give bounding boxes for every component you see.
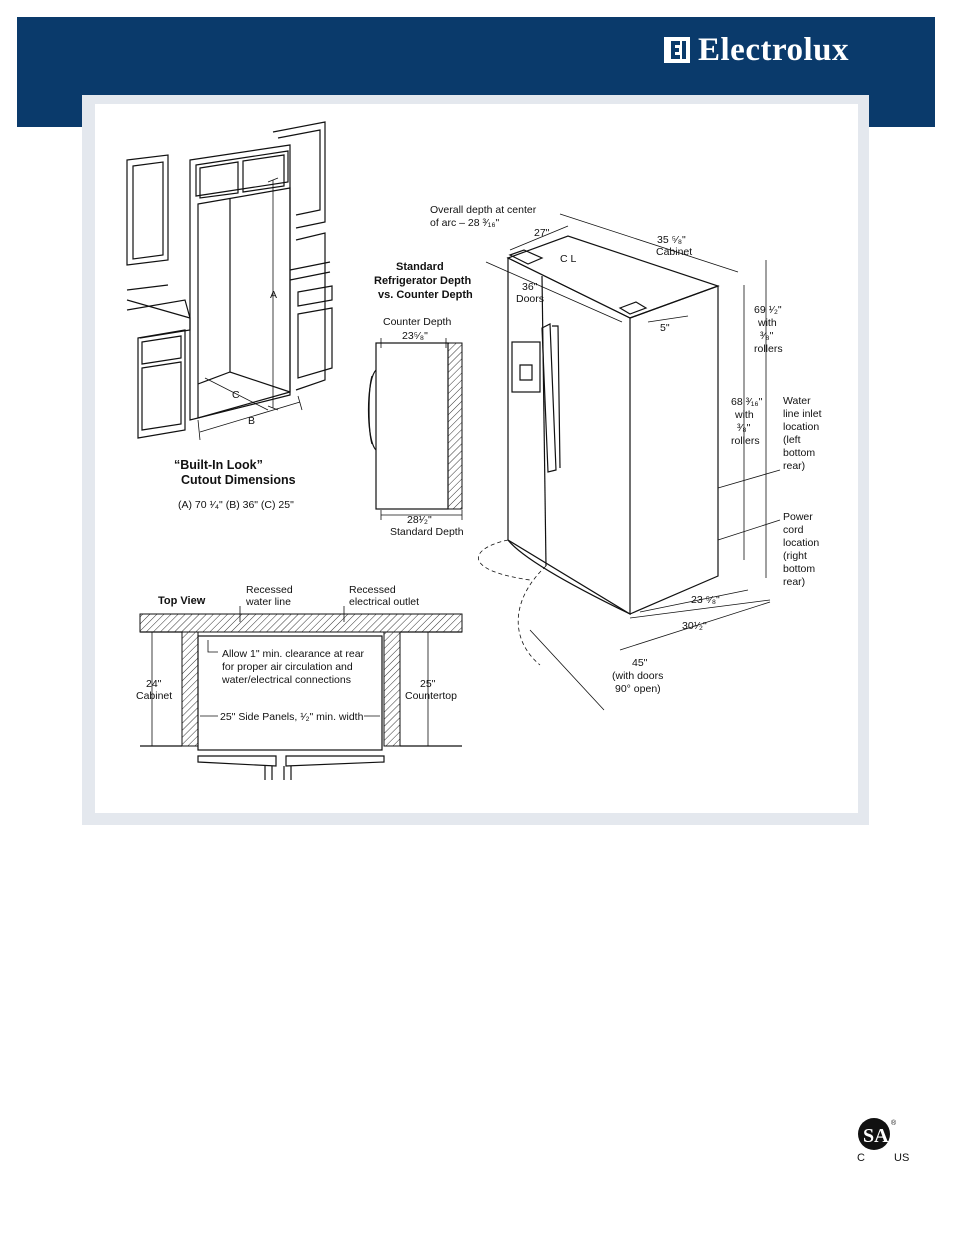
dim-45-line3: 90° open) bbox=[615, 683, 661, 695]
standard-depth-label: Standard Depth bbox=[390, 526, 464, 538]
top-view-illustration bbox=[139, 606, 463, 780]
power-cord-line6: rear) bbox=[783, 576, 805, 588]
centerline-mark: C L bbox=[560, 253, 577, 265]
countertop-depth-label: Countertop bbox=[405, 690, 457, 702]
refrigerator-illustration bbox=[478, 213, 781, 711]
countertop-depth-value: 25" bbox=[420, 678, 436, 690]
builtin-title-line1: “Built-In Look” bbox=[174, 458, 263, 472]
h69-line4: rollers bbox=[754, 343, 783, 355]
builtin-title-line2: Cutout Dimensions bbox=[181, 473, 296, 487]
h69-line3: ³⁄₈" bbox=[760, 330, 774, 342]
csa-c: C bbox=[857, 1152, 865, 1164]
cabinet-width-label: Cabinet bbox=[656, 246, 692, 258]
clearance-line3: water/electrical connections bbox=[221, 674, 351, 686]
diagram-panel bbox=[95, 104, 858, 813]
h69-line1: 69 ¹⁄₂" bbox=[754, 304, 782, 316]
power-cord-line5: bottom bbox=[783, 563, 815, 575]
doors-label: Doors bbox=[516, 293, 544, 305]
dim-30: 30¹⁄₂" bbox=[682, 620, 707, 632]
csa-registered: ® bbox=[891, 1119, 897, 1127]
recessed-outlet-line1: Recessed bbox=[349, 584, 396, 596]
csa-certification-icon: SA C US ® bbox=[857, 1118, 909, 1164]
clearance-line2: for proper air circulation and bbox=[222, 661, 353, 673]
side-panels-label: 25" Side Panels, ¹⁄₂" min. width bbox=[220, 711, 364, 723]
power-cord-line2: cord bbox=[783, 524, 804, 536]
topview-title: Top View bbox=[158, 595, 206, 607]
recessed-water-line1: Recessed bbox=[246, 584, 293, 596]
h68-line2: with bbox=[734, 409, 754, 421]
builtin-kitchen-illustration bbox=[126, 121, 333, 441]
depth-compare-illustration bbox=[367, 338, 463, 520]
cutout-label-b: B bbox=[248, 415, 255, 427]
svg-text:SA: SA bbox=[863, 1125, 889, 1147]
water-inlet-line4: (left bbox=[783, 434, 801, 446]
cabinet-width-value: 35 ⁵⁄₈" bbox=[657, 234, 686, 246]
water-inlet-line1: Water bbox=[783, 395, 811, 407]
recessed-water-line2: water line bbox=[245, 596, 291, 608]
brand-name: Electrolux bbox=[698, 31, 850, 68]
h69-line2: with bbox=[757, 317, 777, 329]
dim-5: 5" bbox=[660, 322, 670, 334]
power-cord-line3: location bbox=[783, 537, 819, 549]
cutout-label-c: C bbox=[232, 389, 240, 401]
counter-depth-label: Counter Depth bbox=[383, 316, 451, 328]
water-inlet-line2: line inlet bbox=[783, 408, 822, 420]
overall-depth-line1: Overall depth at center bbox=[430, 204, 537, 216]
brand-logo: Electrolux bbox=[664, 30, 849, 70]
power-cord-line1: Power bbox=[783, 511, 813, 523]
cabinet-depth-label: Cabinet bbox=[136, 690, 172, 702]
water-inlet-line6: rear) bbox=[783, 460, 805, 472]
overall-depth-line2: of arc – 28 ³⁄₁₆" bbox=[430, 217, 500, 229]
water-inlet-line5: bottom bbox=[783, 447, 815, 459]
csa-us: US bbox=[894, 1152, 909, 1164]
dim-27: 27" bbox=[534, 227, 550, 239]
h68-line3: ³⁄₈" bbox=[737, 422, 751, 434]
water-inlet-line3: location bbox=[783, 421, 819, 433]
power-cord-line4: (right bbox=[783, 550, 807, 562]
h68-line1: 68 ³⁄₁₆" bbox=[731, 396, 763, 408]
doors-value: 36" bbox=[522, 281, 538, 293]
h68-line4: rollers bbox=[731, 435, 760, 447]
counter-depth-value: 23⁵⁄₈" bbox=[402, 330, 428, 342]
dim-23: 23 ⁵⁄₈" bbox=[691, 594, 720, 606]
clearance-line1: Allow 1" min. clearance at rear bbox=[222, 648, 365, 660]
electrolux-logo-icon bbox=[664, 37, 690, 63]
depth-title-line3: vs. Counter Depth bbox=[378, 289, 473, 301]
standard-depth-value: 28¹⁄₂" bbox=[407, 514, 432, 526]
cutout-label-a: A bbox=[270, 289, 277, 301]
cabinet-depth-value: 24" bbox=[146, 678, 162, 690]
depth-title-line1: Standard bbox=[396, 261, 444, 273]
depth-title-line2: Refrigerator Depth bbox=[374, 275, 471, 287]
recessed-outlet-line2: electrical outlet bbox=[349, 596, 419, 608]
builtin-dims: (A) 70 ¹⁄₄" (B) 36" (C) 25" bbox=[178, 499, 294, 511]
dim-45-line2: (with doors bbox=[612, 670, 663, 682]
dim-45-line1: 45" bbox=[632, 657, 648, 669]
